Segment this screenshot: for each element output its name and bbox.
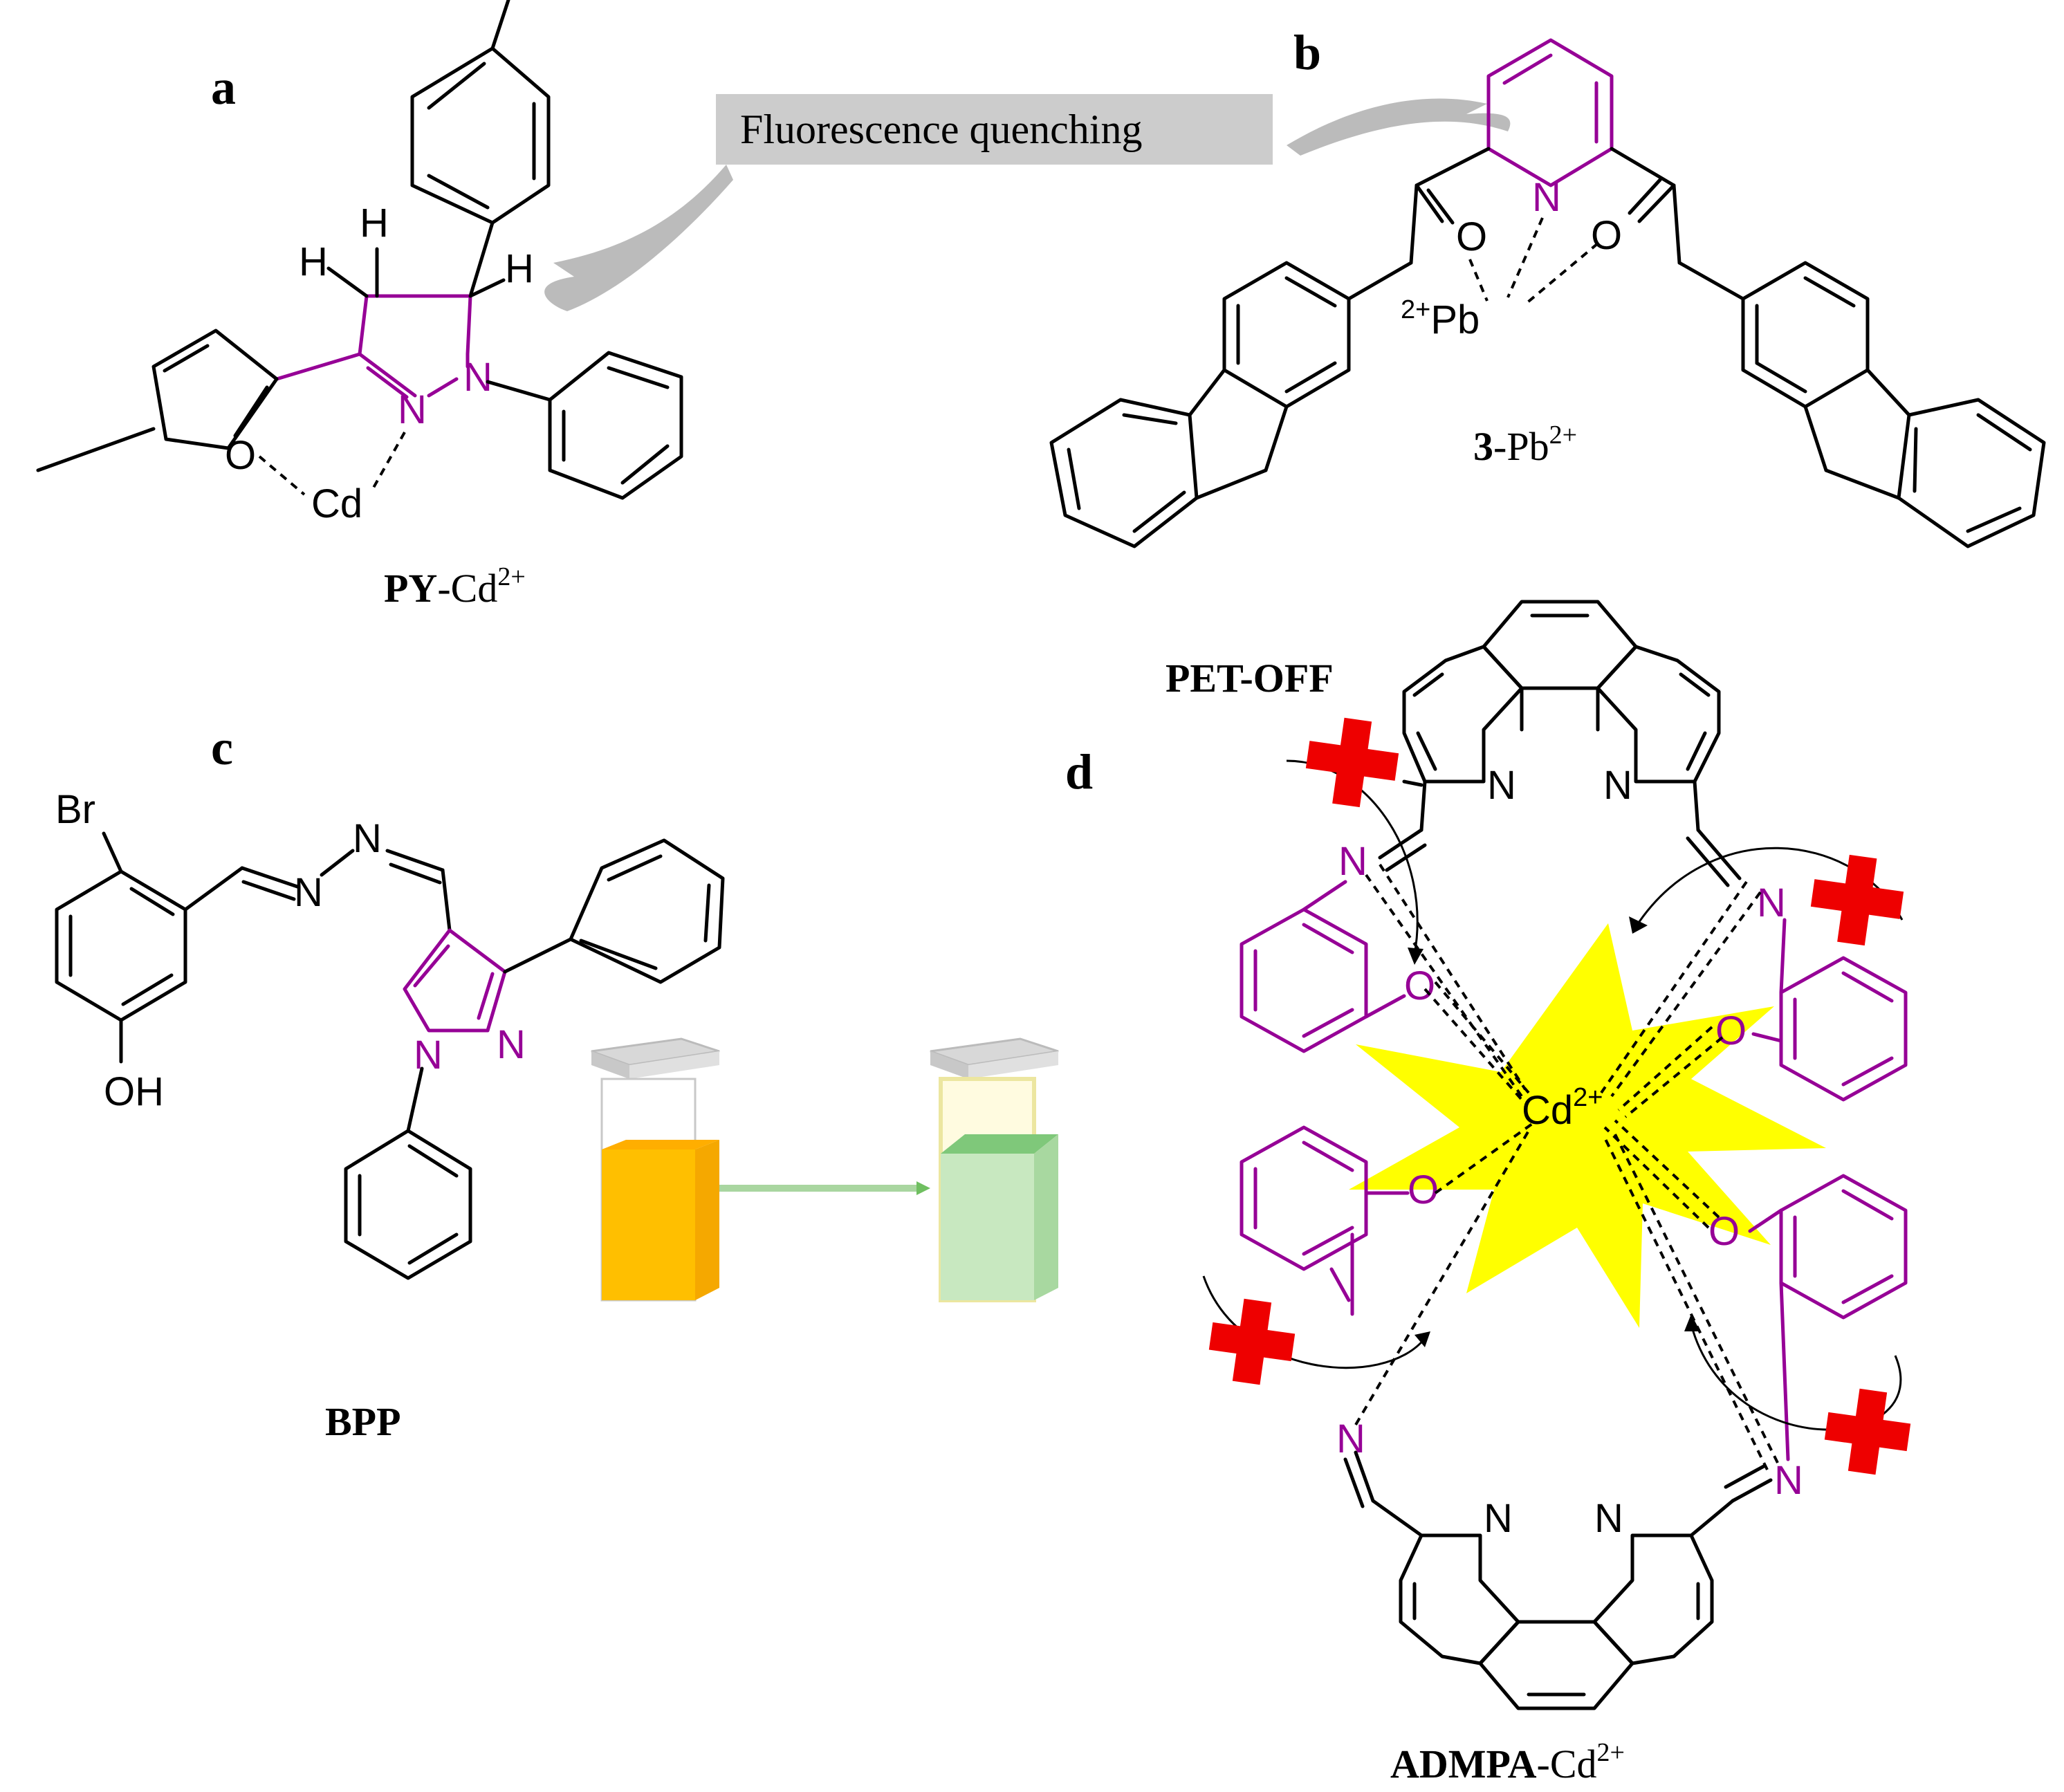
- panel-b: b N O O 2+Pb 3-Pb2+: [1049, 25, 2046, 548]
- atom-o-furan: O: [225, 433, 256, 478]
- quench-arrow-right: [1287, 98, 1511, 156]
- fluorene-left-ring1: [1222, 261, 1351, 409]
- phen-bottom: N N: [1399, 1496, 1714, 1710]
- pet-arrow-tr: [1634, 847, 1904, 927]
- fluorescence-banner: Fluorescence quenching: [544, 94, 1511, 311]
- panel-c: c Br OH N N N N: [55, 720, 1059, 1444]
- vial-yellow: [591, 1037, 720, 1302]
- panel-b-caption: 3-Pb2+: [1473, 421, 1577, 469]
- phen-top-n-right: N: [1603, 763, 1632, 808]
- furan-ring: [151, 329, 279, 450]
- fluorene-right-ring2: [1897, 398, 2046, 548]
- atom-o2: O: [1591, 213, 1622, 258]
- aminophenol-br: O: [1708, 1174, 1908, 1461]
- atom-o1: O: [1456, 214, 1487, 259]
- pyridine-ring: [1486, 38, 1614, 187]
- vial-green: [930, 1037, 1059, 1302]
- atom-n2: N: [463, 355, 492, 400]
- pb-center: 2+Pb: [1401, 295, 1480, 342]
- atom-oh: OH: [104, 1069, 164, 1114]
- atom-cd: Cd: [311, 481, 362, 526]
- panel-d: d PET-OFF N N N N N: [1065, 600, 1911, 1786]
- pyrazoline-top: [365, 294, 472, 356]
- imine-n-br: N: [1774, 1458, 1803, 1503]
- pet-off-label: PET-OFF: [1165, 656, 1334, 701]
- n-phenyl-ring: [548, 351, 683, 500]
- pyrazole-ring: [403, 928, 507, 1033]
- banner-text: Fluorescence quenching: [740, 107, 1142, 152]
- phen-top: N N: [1402, 600, 1721, 808]
- phenol-o-br: O: [1708, 1209, 1740, 1254]
- c-phenyl-lower: [344, 1129, 472, 1280]
- imine-n-tr: N: [1757, 880, 1786, 925]
- panel-d-letter: d: [1065, 744, 1093, 800]
- atom-h1: H: [360, 201, 389, 246]
- atom-h2: H: [299, 239, 328, 284]
- phen-bottom-n-right: N: [1594, 1496, 1623, 1541]
- phenol-o-bl: O: [1408, 1167, 1439, 1212]
- atom-n-pyridine: N: [1532, 175, 1561, 220]
- bromophenol-ring: [55, 869, 187, 1022]
- block-cross-bl: [1208, 1298, 1296, 1385]
- imine-n-bl: N: [1336, 1416, 1365, 1461]
- atom-h3: H: [505, 246, 534, 291]
- atom-n3: N: [497, 1022, 526, 1067]
- panel-b-letter: b: [1293, 25, 1321, 80]
- c-phenyl-upper: [569, 838, 725, 984]
- phen-bottom-n-left: N: [1484, 1496, 1513, 1541]
- pet-arrow-bl: [1202, 1275, 1426, 1369]
- panel-a: a H H H N N O Cd PY-Cd2+: [36, 0, 683, 611]
- banner-box: [716, 94, 1273, 165]
- panel-a-letter: a: [211, 59, 236, 115]
- panel-c-letter: c: [211, 720, 233, 775]
- block-cross-tl: [1305, 717, 1399, 808]
- fluorene-left-ring2: [1049, 398, 1199, 548]
- atom-n1: N: [294, 870, 323, 915]
- panel-c-caption: BPP: [325, 1399, 401, 1444]
- tolyl-ring: [410, 46, 551, 225]
- quench-arrow-left: [544, 165, 733, 311]
- fluorene-right-ring1: [1741, 261, 1870, 409]
- block-cross-br: [1824, 1388, 1911, 1475]
- atom-n2: N: [353, 816, 382, 861]
- panel-d-caption: ADMPA-Cd2+: [1390, 1738, 1625, 1786]
- phenol-o-tl: O: [1404, 963, 1435, 1008]
- imine-n-tl: N: [1338, 839, 1367, 884]
- cd-center: Cd2+: [1522, 1083, 1603, 1133]
- atom-br: Br: [55, 787, 95, 832]
- phenol-o-tr: O: [1715, 1008, 1747, 1053]
- fluorescence-star: [1349, 923, 1826, 1328]
- atom-n4: N: [414, 1033, 443, 1078]
- aminophenol-tr: O: [1715, 918, 1908, 1102]
- block-cross-tr: [1810, 854, 1904, 946]
- aminophenol-bl: O: [1240, 1125, 1439, 1316]
- aminophenol-tl: O: [1240, 880, 1435, 1053]
- pet-arrow-br: [1690, 1324, 1902, 1431]
- phen-top-n-left: N: [1487, 763, 1516, 808]
- atom-n1: N: [398, 387, 427, 432]
- panel-a-caption: PY-Cd2+: [384, 562, 526, 611]
